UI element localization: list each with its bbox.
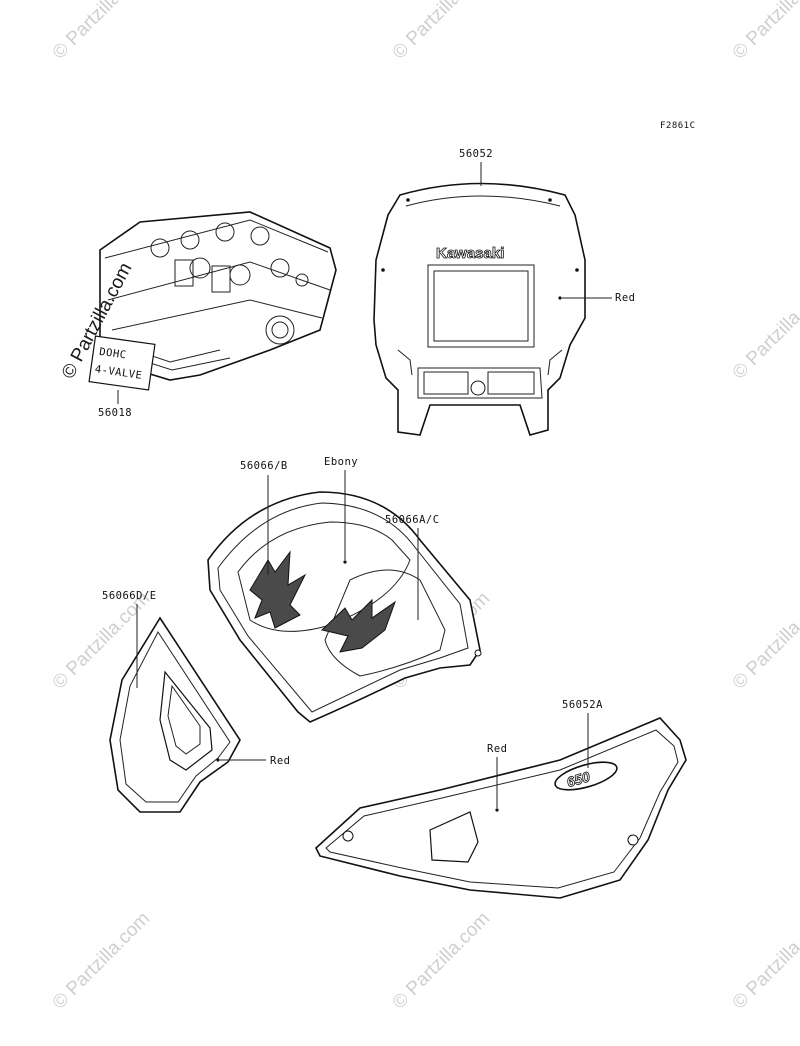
watermark: © Partzilla.com [389, 0, 494, 64]
part-label-56066ac: 56066A/C [385, 514, 440, 526]
color-label-56052a: Red [487, 743, 507, 755]
decal-text-dohc: DOHC [99, 346, 128, 362]
color-point-ebony [343, 560, 347, 564]
part-label-56018: 56018 [98, 407, 132, 419]
watermark: © Partzilla.com [729, 278, 800, 383]
watermark: © Partzilla.com [49, 908, 154, 1013]
decal-text-650: 650 [565, 768, 592, 790]
figure-code: F2861C [660, 121, 696, 131]
watermark: © Partzilla.com [729, 908, 800, 1013]
color-point-56052 [558, 296, 562, 300]
watermark: © Partzilla.com [389, 908, 494, 1013]
color-label-56066de: Red [270, 755, 290, 767]
upper-fairing-illustration: Kawasaki [373, 182, 586, 436]
side-cover-illustration: 650 [315, 717, 687, 899]
color-label-56052: Red [615, 292, 635, 304]
color-point-56052a [495, 808, 499, 812]
watermark: © Partzilla.com [49, 0, 154, 64]
part-label-56066de: 56066D/E [102, 590, 157, 602]
color-label-56066-ebony: Ebony [324, 456, 358, 468]
color-point-56066de [216, 758, 220, 762]
fuel-tank-illustration [207, 491, 482, 723]
part-label-56052a: 56052A [562, 699, 603, 711]
decal-650: 650 [554, 761, 618, 791]
part-label-56052: 56052 [459, 148, 493, 160]
side-panel-illustration [109, 616, 241, 813]
part-label-56066b: 56066/B [240, 460, 288, 472]
watermark: © Partzilla.com [729, 588, 800, 693]
dohc-decal: DOHC 4-VALVE [88, 335, 156, 391]
watermark: © Partzilla.com [729, 0, 800, 64]
cylinder-head-illustration: DOHC 4-VALVE [88, 211, 337, 391]
decal-text-kawasaki: Kawasaki [436, 245, 504, 262]
tank-emblem-right [320, 598, 396, 653]
tank-emblem-left [249, 550, 307, 629]
